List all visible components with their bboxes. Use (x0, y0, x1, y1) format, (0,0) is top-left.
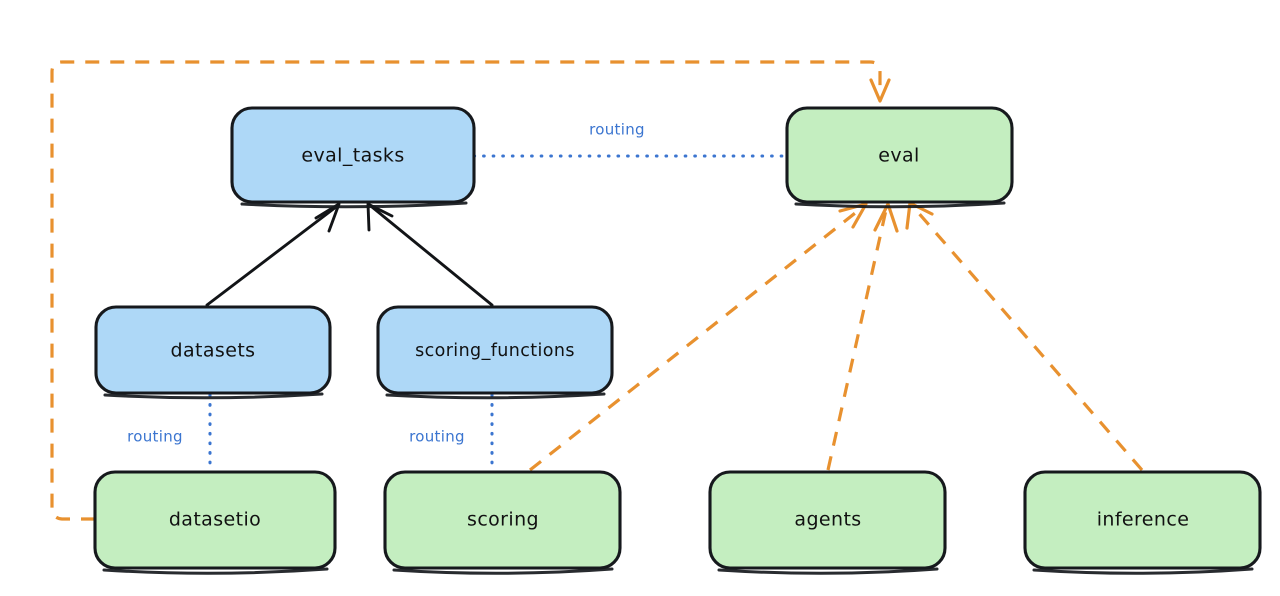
edge-datasetio-to-eval (50, 60, 891, 521)
edge-inference-to-eval-path (914, 208, 1144, 472)
edge-inference-to-eval (905, 201, 1144, 472)
edge-label-routing-datasets: routing (127, 428, 183, 446)
edge-eval_tasks-to-eval: routing (472, 121, 788, 158)
node-datasets[interactable]: datasets (94, 305, 332, 400)
node-eval-shape[interactable] (785, 106, 1014, 204)
node-scoring-shape[interactable] (383, 470, 622, 570)
edge-datasets-to-eval_tasks-arrowhead (314, 202, 341, 233)
node-eval_tasks-sketch-underline (240, 201, 468, 209)
node-eval[interactable]: eval (785, 106, 1014, 209)
edge-scoring-to-eval-arrowhead (838, 202, 868, 229)
node-inference-sketch-underline (1032, 567, 1254, 575)
edge-scoring_functions-to-scoring: routing (409, 393, 494, 472)
edge-scoring_functions-to-eval_tasks (366, 202, 494, 307)
node-scoring-sketch-underline (392, 567, 614, 575)
node-datasetio-label: datasetio (169, 509, 261, 531)
node-eval-sketch-underline (794, 201, 1006, 209)
node-eval_tasks[interactable]: eval_tasks (230, 106, 476, 209)
edge-datasetio-to-eval-arrowhead (869, 78, 891, 103)
edge-datasets-to-eval_tasks (205, 202, 341, 307)
node-eval_tasks-label: eval_tasks (301, 145, 404, 167)
node-scoring-label: scoring (467, 509, 539, 531)
edge-scoring_functions-to-eval_tasks-path (370, 205, 494, 307)
node-agents-shape[interactable] (708, 470, 947, 570)
node-scoring_functions[interactable]: scoring_functions (376, 305, 614, 400)
edge-label-routing-scoring-functions: routing (409, 428, 465, 446)
node-datasetio-sketch-underline (102, 567, 329, 575)
edge-datasets-to-eval_tasks-path (205, 205, 338, 307)
edge-agents-to-eval-arrowhead (873, 202, 899, 233)
edge-agents-to-eval (826, 202, 899, 471)
edge-datasets-to-datasetio: routing (127, 393, 212, 472)
node-datasets-shape[interactable] (94, 305, 332, 395)
node-datasetio[interactable]: datasetio (93, 470, 337, 575)
node-eval_tasks-shape[interactable] (230, 106, 476, 204)
node-inference-shape[interactable] (1023, 470, 1262, 570)
node-agents-sketch-underline (717, 567, 939, 575)
node-datasets-label: datasets (171, 340, 256, 362)
node-scoring_functions-shape[interactable] (376, 305, 614, 395)
node-scoring_functions-label: scoring_functions (415, 341, 575, 361)
node-agents[interactable]: agents (708, 470, 947, 575)
edge-scoring_functions-to-eval_tasks-arrowhead (366, 202, 394, 232)
node-scoring_functions-sketch-underline (385, 392, 606, 400)
edge-label-routing-eval-tasks: routing (589, 121, 645, 139)
node-datasets-sketch-underline (103, 392, 324, 400)
node-scoring[interactable]: scoring (383, 470, 622, 575)
edge-agents-to-eval-path (826, 209, 888, 471)
edge-scoring-to-eval (529, 202, 868, 472)
node-eval-label: eval (878, 145, 919, 167)
node-inference[interactable]: inference (1023, 470, 1262, 575)
node-agents-label: agents (794, 509, 861, 531)
node-datasetio-shape[interactable] (93, 470, 337, 570)
edge-scoring-to-eval-path (529, 208, 860, 472)
node-inference-label: inference (1097, 509, 1190, 531)
